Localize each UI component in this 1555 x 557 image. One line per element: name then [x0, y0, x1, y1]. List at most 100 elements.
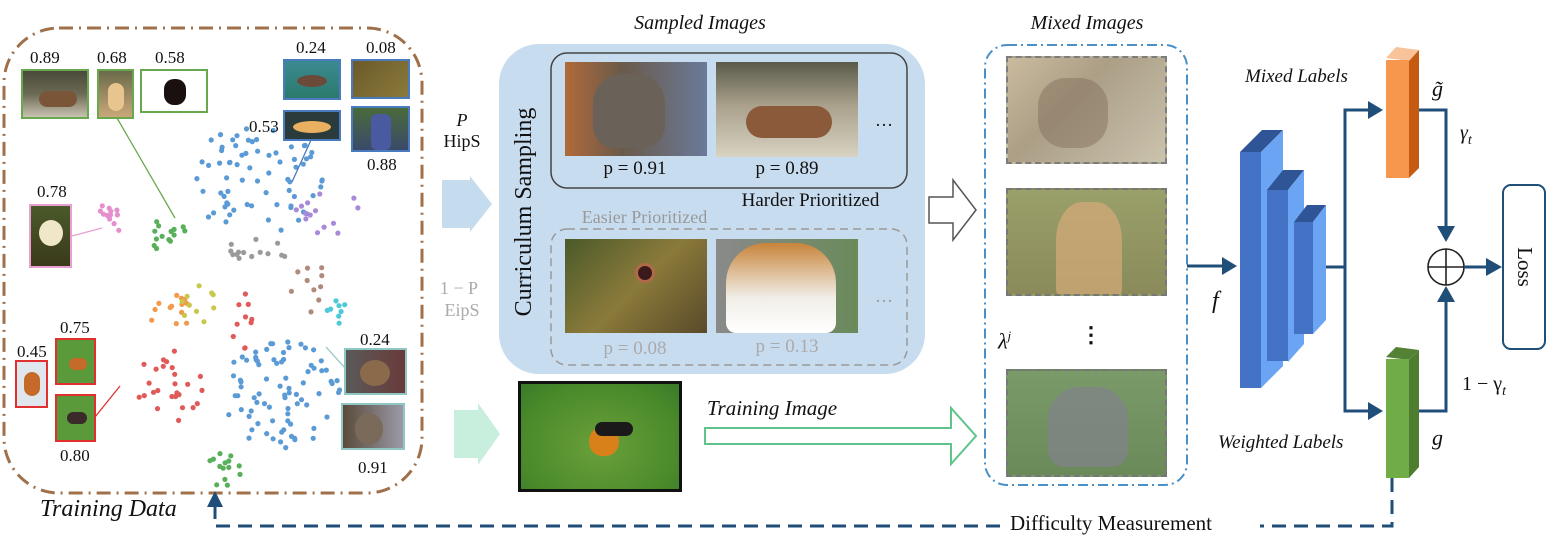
scatter-point [224, 482, 230, 488]
scatter-point [251, 395, 257, 401]
bird-connector [94, 385, 121, 418]
scatter-point [254, 136, 260, 143]
scatter-point [238, 384, 244, 390]
scatter-point [242, 345, 248, 351]
mixed-vdots: ⋮ [1080, 322, 1102, 347]
scatter-point [225, 188, 231, 194]
scatter-point [238, 407, 244, 413]
scatter-point [319, 273, 325, 279]
scatter-point [235, 393, 241, 399]
scatter-point [236, 302, 242, 308]
scatter-point [242, 314, 249, 320]
scatter-point [323, 367, 329, 373]
scatter-point [304, 277, 310, 284]
harder-dog-image [716, 62, 858, 157]
mixed-labels-bar-icon [1386, 47, 1419, 178]
scatter-point [318, 358, 324, 364]
scatter-point [214, 482, 220, 488]
scatter-point [160, 363, 166, 369]
scatter-point [116, 227, 122, 233]
scatter-point [226, 412, 232, 418]
scatter-point [199, 387, 205, 393]
scatter-point [271, 357, 277, 363]
scatter-point [286, 390, 292, 396]
scatter-point [283, 375, 289, 381]
scatter-point [234, 133, 240, 139]
scatter-point [179, 405, 186, 411]
scatter-point [286, 385, 292, 391]
scatter-point [255, 421, 261, 427]
training-image-label: Training Image [707, 396, 838, 420]
monkey-score: 0.78 [37, 182, 67, 201]
scatter-point [273, 150, 279, 156]
scatter-point [277, 159, 283, 165]
scatter-point [304, 402, 310, 408]
scatter-point [173, 321, 179, 327]
scatter-point [307, 212, 313, 218]
difficulty-feedback-arrowhead [207, 491, 223, 507]
training-image [518, 381, 682, 492]
scatter-point [194, 401, 200, 407]
scatter-point [181, 312, 188, 318]
scatter-point [277, 383, 283, 389]
harder-ellipsis: … [875, 110, 893, 130]
bird-thumbnail-3 [55, 394, 96, 442]
scatter-point [274, 360, 280, 366]
scatter-point [174, 292, 180, 298]
dog-score-3: 0.58 [155, 48, 185, 67]
scatter-point [249, 427, 255, 433]
scatter-point [270, 341, 276, 347]
harder-cat-image [565, 62, 707, 156]
scatter-point [298, 341, 304, 347]
scatter-point [256, 362, 262, 368]
scatter-point [283, 445, 289, 451]
eips-probability: 1 − P [439, 278, 479, 298]
mixed-weight: γt [1460, 122, 1472, 149]
cat-score-1: 0.24 [360, 330, 390, 349]
scatter-point [172, 381, 178, 387]
sampled-images-title: Sampled Images [634, 12, 766, 34]
scatter-point [218, 190, 224, 196]
fish-thumbnail-4 [351, 106, 410, 152]
scatter-point [264, 346, 270, 352]
scatter-point [305, 369, 311, 375]
scatter-point [253, 354, 259, 360]
scatter-point [107, 212, 114, 218]
scatter-point [308, 154, 314, 160]
scatter-point [288, 288, 294, 294]
scatter-point [226, 458, 232, 464]
scatter-point [211, 305, 217, 311]
scatter-point [239, 152, 245, 158]
scatter-point [285, 418, 291, 424]
scatter-point [298, 203, 305, 209]
to-mixed-labels-line [1343, 108, 1370, 267]
scatter-point [300, 161, 306, 167]
scatter-point [227, 159, 233, 165]
eips-arrow [454, 403, 500, 465]
scatter-point [249, 253, 255, 260]
network-label: f [1212, 288, 1219, 314]
scatter-point [171, 348, 177, 354]
scatter-point [186, 302, 192, 308]
bird-thumbnail-2 [55, 338, 96, 385]
fish-thumbnail-1 [283, 59, 341, 100]
scatter-point [319, 368, 325, 374]
eips-label: EipS [444, 300, 480, 320]
scatter-point [314, 230, 321, 236]
scatter-point [156, 300, 162, 306]
scatter-point [310, 193, 316, 199]
to-mixed-labels-arrowhead [1368, 101, 1383, 119]
scatter-point [294, 401, 300, 407]
scatter-point [318, 284, 324, 290]
scatter-point [319, 178, 325, 184]
scatter-point [293, 164, 299, 170]
monkey-thumbnail [29, 204, 72, 268]
scatter-point [279, 359, 285, 365]
scatter-point [208, 137, 214, 143]
scatter-point [150, 389, 157, 395]
hips-probability: P [456, 110, 468, 130]
weighted-labels-bar-icon [1386, 347, 1419, 478]
scatter-point [303, 156, 309, 162]
scatter-point [246, 413, 252, 419]
scatter-point [197, 373, 203, 379]
